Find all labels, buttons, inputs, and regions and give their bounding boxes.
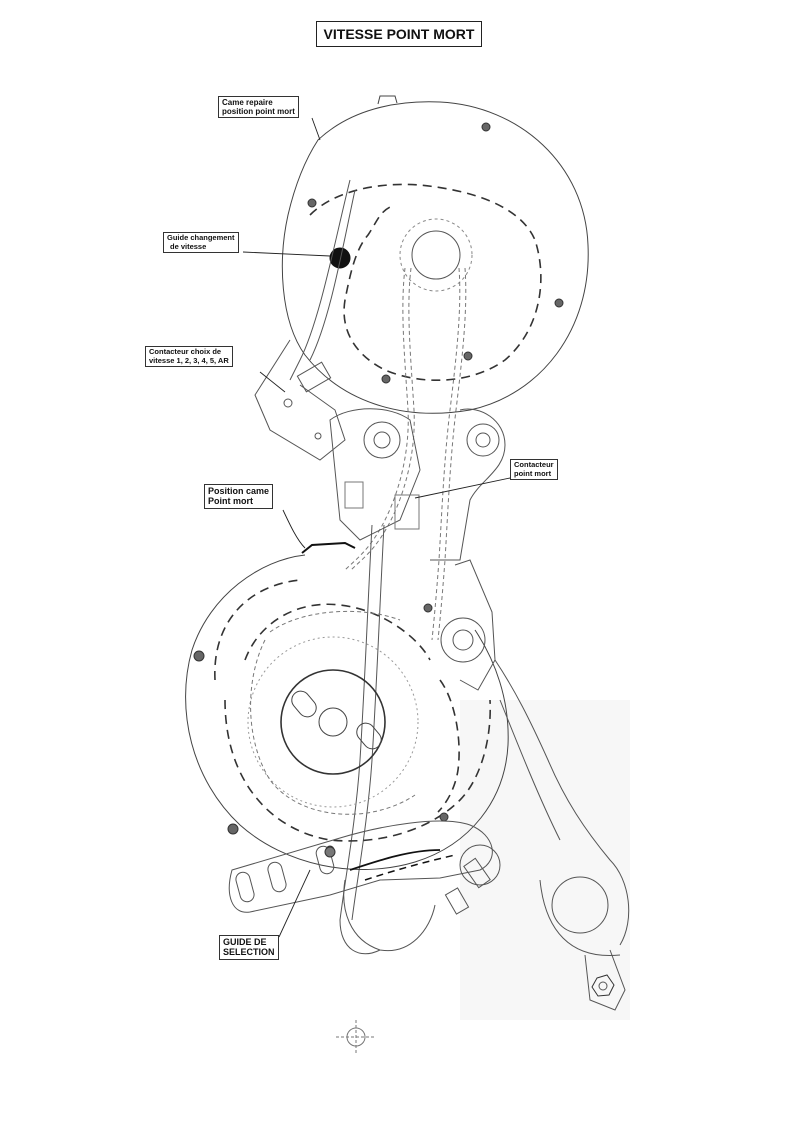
vertical-lever bbox=[339, 524, 385, 955]
upper-cam-disc bbox=[281, 95, 589, 414]
bolt-dot bbox=[439, 812, 449, 822]
label-line: SELECTION bbox=[223, 947, 275, 958]
bolt-dot bbox=[481, 122, 491, 132]
selection-guide-arm bbox=[228, 820, 501, 952]
label-line: Contacteur choix de bbox=[149, 347, 222, 356]
bolt-dot bbox=[381, 374, 391, 384]
bolt-dot bbox=[227, 823, 239, 835]
label-contacteur-choix: Contacteur choix de vitesse 1, 2, 3, 4, … bbox=[145, 346, 233, 368]
label-line: Came repaire bbox=[222, 98, 273, 107]
leader-lines bbox=[242, 117, 511, 938]
label-line: Point mort bbox=[208, 496, 253, 507]
label-line: position point mort bbox=[222, 107, 295, 117]
label-guide-changement: Guide changement de vitesse bbox=[163, 232, 239, 254]
tensioner-bracket bbox=[440, 559, 630, 1011]
registration-mark bbox=[336, 1020, 376, 1055]
label-line: point mort bbox=[514, 468, 552, 478]
label-came-repaire: Came repaire position point mort bbox=[218, 96, 299, 119]
label-line: vitesse 1, 2, 3, 4, 5, AR bbox=[149, 355, 229, 365]
selector-bracket bbox=[254, 179, 506, 561]
label-position-came: Position came Point mort bbox=[204, 484, 274, 509]
lower-cam-disc bbox=[185, 541, 509, 871]
label-line: Position came bbox=[208, 486, 270, 496]
bolt-dot bbox=[554, 298, 564, 308]
bolt-dot bbox=[423, 603, 433, 613]
bolt-dot bbox=[307, 198, 317, 208]
label-guide-selection: GUIDE DE SELECTION bbox=[219, 935, 279, 960]
diagram-title: VITESSE POINT MORT bbox=[316, 21, 482, 47]
label-line: de vitesse bbox=[170, 241, 207, 251]
label-line: Contacteur bbox=[514, 460, 554, 469]
label-line: GUIDE DE bbox=[223, 937, 267, 947]
label-contacteur-point-mort: Contacteur point mort bbox=[510, 459, 558, 481]
bolt-dot bbox=[193, 650, 205, 662]
shift-guide-pin bbox=[329, 247, 351, 269]
chain-upper bbox=[344, 267, 467, 641]
label-line: Guide changement bbox=[167, 233, 235, 242]
bolt-dot bbox=[463, 351, 473, 361]
